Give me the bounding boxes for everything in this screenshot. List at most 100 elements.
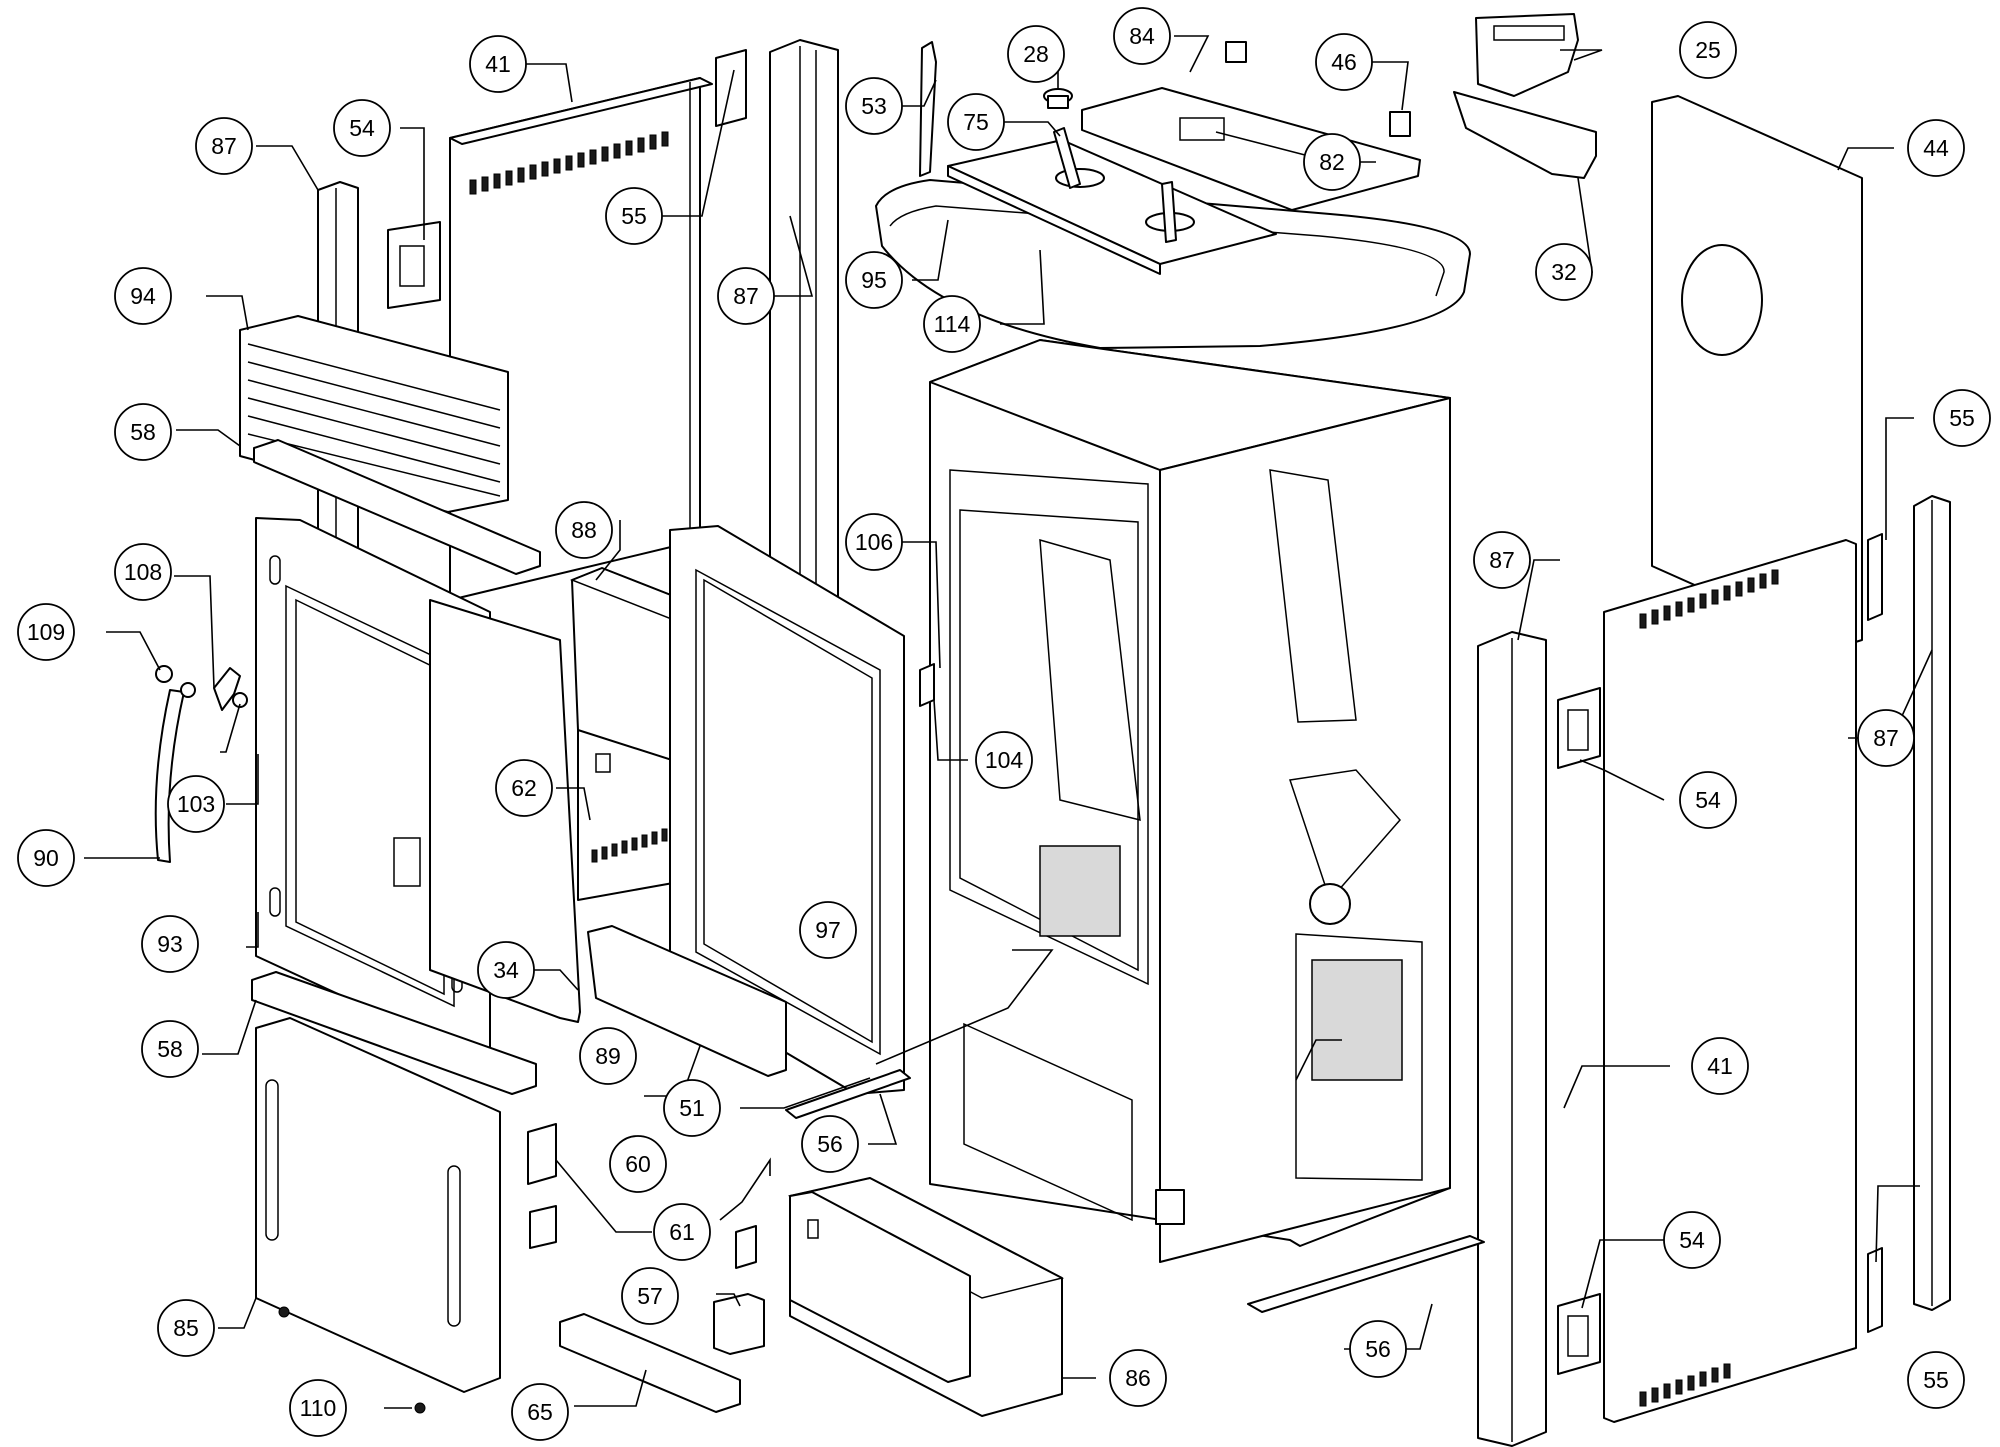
bracket-55-right-bottom <box>1867 1247 1883 1333</box>
callout-87-middle: 87 <box>717 267 775 325</box>
callout-56-floor: 56 <box>1349 1320 1407 1378</box>
top-cover <box>875 179 1471 349</box>
callout-82: 82 <box>1303 133 1361 191</box>
callout-110: 110 <box>289 1379 347 1437</box>
callout-41-top: 41 <box>469 35 527 93</box>
leader-lines <box>84 35 1933 1409</box>
svg-text:94: 94 <box>130 283 156 309</box>
callout-55-right-bottom: 55 <box>1907 1351 1965 1409</box>
callout-list: 25 28 32 34 41 41 44 46 51 53 54 54 54 5… <box>17 7 1991 1441</box>
callout-97: 97 <box>799 901 857 959</box>
svg-text:54: 54 <box>1679 1227 1705 1253</box>
callout-25: 25 <box>1679 21 1737 79</box>
callout-114: 114 <box>923 295 981 353</box>
svg-text:25: 25 <box>1695 37 1721 63</box>
strip-58-top <box>253 439 541 575</box>
callout-103: 103 <box>167 775 225 833</box>
callout-84: 84 <box>1113 7 1171 65</box>
callout-87-right-front: 87 <box>1473 531 1531 589</box>
svg-text:87: 87 <box>211 133 237 159</box>
svg-text:87: 87 <box>1873 725 1899 751</box>
svg-text:41: 41 <box>1707 1053 1733 1079</box>
svg-text:89: 89 <box>595 1043 621 1069</box>
svg-text:114: 114 <box>934 311 971 337</box>
svg-text:82: 82 <box>1319 149 1345 175</box>
callout-57: 57 <box>621 1267 679 1325</box>
lower-door-panel <box>255 1017 501 1393</box>
svg-text:103: 103 <box>177 791 215 817</box>
svg-text:57: 57 <box>637 1283 663 1309</box>
callout-75: 75 <box>947 93 1005 151</box>
callout-89: 89 <box>579 1027 637 1085</box>
svg-text:93: 93 <box>157 931 183 957</box>
svg-text:88: 88 <box>571 517 597 543</box>
callout-86: 86 <box>1109 1349 1167 1407</box>
door-handle <box>154 689 185 863</box>
ash-drawer <box>787 1177 1065 1417</box>
callout-58-top: 58 <box>114 403 172 461</box>
callout-109: 109 <box>17 603 75 661</box>
bracket-54-right-top <box>1557 687 1601 769</box>
corner-column-right-rear <box>1913 495 1951 1311</box>
svg-text:104: 104 <box>985 747 1024 773</box>
svg-text:84: 84 <box>1129 23 1155 49</box>
back-panel <box>1651 95 1863 649</box>
callout-55-top: 55 <box>605 187 663 245</box>
callout-58-bottom: 58 <box>141 1020 199 1078</box>
svg-text:28: 28 <box>1023 41 1049 67</box>
svg-text:62: 62 <box>511 775 537 801</box>
callout-56-door: 56 <box>801 1115 859 1173</box>
callout-55-right-top: 55 <box>1933 389 1991 447</box>
callout-53: 53 <box>845 77 903 135</box>
svg-text:46: 46 <box>1331 49 1357 75</box>
side-panel-right <box>1603 539 1857 1423</box>
bracket-61 <box>527 1123 557 1249</box>
flue-pipe <box>1053 127 1177 243</box>
rail-56-door <box>785 1069 911 1119</box>
svg-text:55: 55 <box>1949 405 1975 431</box>
callout-87-left: 87 <box>195 117 253 175</box>
clip-104 <box>919 663 935 707</box>
callout-93: 93 <box>141 915 199 973</box>
callout-32: 32 <box>1535 243 1593 301</box>
svg-text:61: 61 <box>669 1219 695 1245</box>
callout-28: 28 <box>1007 25 1065 83</box>
svg-text:58: 58 <box>157 1036 183 1062</box>
handle-link <box>213 667 248 711</box>
svg-text:54: 54 <box>349 115 375 141</box>
callout-62: 62 <box>495 759 553 817</box>
lower-deflector-strip <box>587 925 787 1077</box>
svg-text:55: 55 <box>621 203 647 229</box>
callout-34: 34 <box>477 941 535 999</box>
callout-60: 60 <box>609 1135 667 1193</box>
svg-text:32: 32 <box>1551 259 1577 285</box>
svg-text:86: 86 <box>1125 1365 1151 1391</box>
svg-text:97: 97 <box>815 917 841 943</box>
callout-88: 88 <box>555 501 613 559</box>
callout-94: 94 <box>114 267 172 325</box>
svg-text:87: 87 <box>1489 547 1515 573</box>
callout-54-top: 54 <box>333 99 391 157</box>
callout-90: 90 <box>17 829 75 887</box>
screw-110 <box>278 1306 426 1414</box>
callout-46: 46 <box>1315 33 1373 91</box>
corner-column-right-front <box>1477 631 1547 1447</box>
svg-text:44: 44 <box>1923 135 1949 161</box>
callout-65: 65 <box>511 1383 569 1441</box>
svg-text:60: 60 <box>625 1151 651 1177</box>
callout-106: 106 <box>845 513 903 571</box>
bracket-54-right-bottom <box>1557 1293 1601 1375</box>
svg-text:95: 95 <box>861 267 887 293</box>
svg-text:90: 90 <box>33 845 59 871</box>
svg-text:34: 34 <box>493 957 519 983</box>
callout-104: 104 <box>975 731 1033 789</box>
callout-85: 85 <box>157 1299 215 1357</box>
bracket-55-top <box>715 49 747 127</box>
strip-58-bottom <box>251 971 537 1095</box>
callout-87-right-rear: 87 <box>1857 709 1915 767</box>
callout-108: 108 <box>114 543 172 601</box>
svg-text:106: 106 <box>855 529 893 555</box>
block-57 <box>713 1293 765 1355</box>
svg-text:56: 56 <box>1365 1336 1391 1362</box>
